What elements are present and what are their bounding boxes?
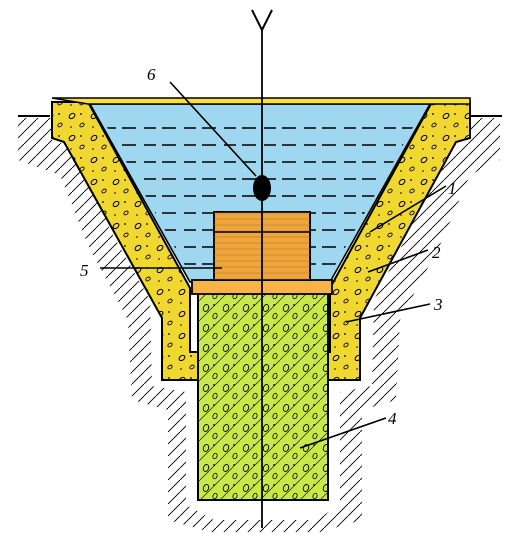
leader-3 <box>345 303 431 323</box>
probe-bulb <box>253 175 271 201</box>
leader-1 <box>369 185 447 233</box>
label-6: 6 <box>147 65 156 84</box>
top-surface-band <box>51 97 471 105</box>
leader-lines <box>100 81 447 449</box>
label-2: 2 <box>432 243 441 262</box>
label-5: 5 <box>80 261 89 280</box>
label-3: 3 <box>433 295 443 314</box>
foundation-block <box>197 291 329 501</box>
leader-2 <box>367 249 429 273</box>
label-1: 1 <box>448 179 457 198</box>
leader-4 <box>299 417 387 449</box>
part-labels: 6 5 1 2 3 4 <box>80 65 457 428</box>
probe-assembly <box>251 9 273 528</box>
insulation-lining <box>51 101 471 381</box>
antenna-fork <box>251 9 273 33</box>
label-4: 4 <box>388 409 397 428</box>
leader-6 <box>169 81 257 177</box>
soil-hatching <box>18 115 502 532</box>
